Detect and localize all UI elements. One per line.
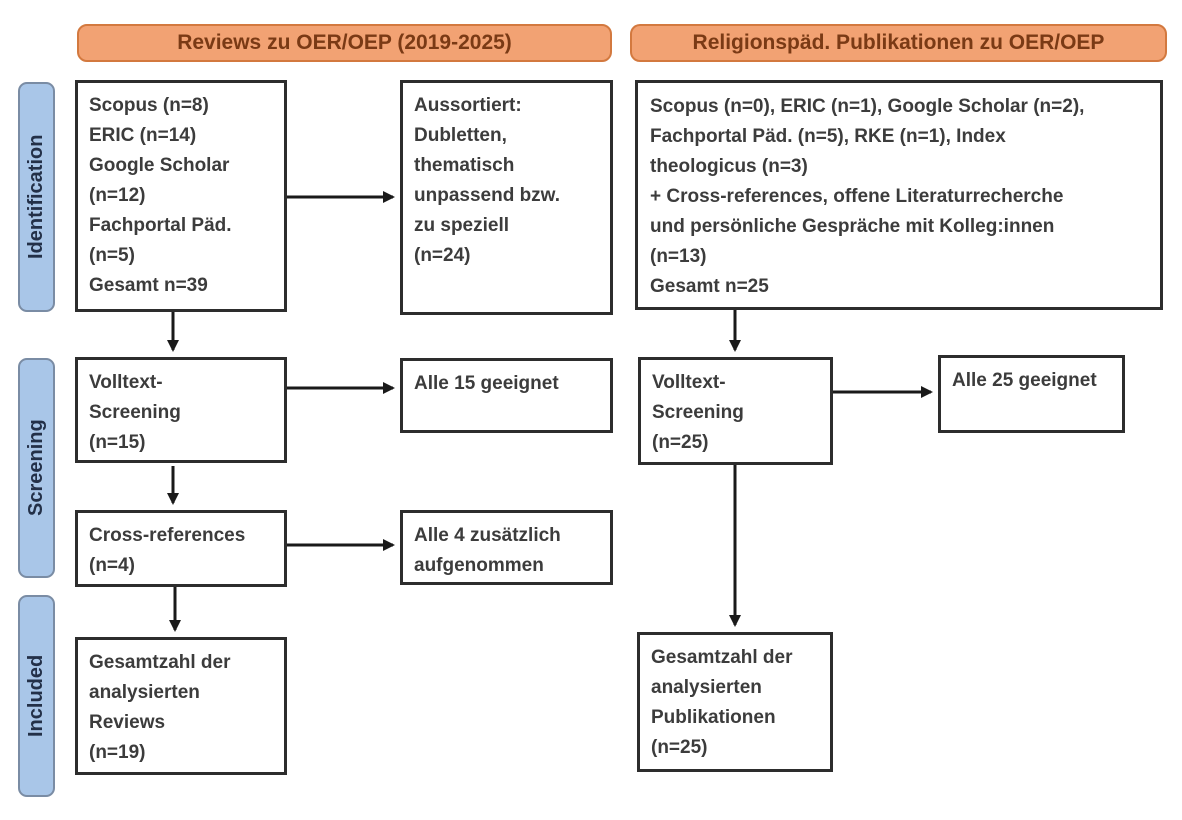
column-header-reviews: Reviews zu OER/OEP (2019-2025)	[77, 24, 612, 62]
box-left-excluded: Aussortiert: Dubletten, thematisch unpas…	[400, 80, 613, 315]
column-header-religionspaed: Religionspäd. Publikationen zu OER/OEP	[630, 24, 1167, 62]
box-right-included-total: Gesamtzahl der analysierten Publikatione…	[637, 632, 833, 772]
stage-label-identification: Identification	[18, 82, 55, 312]
box-right-fulltext-screening: Volltext- Screening (n=25)	[638, 357, 833, 465]
box-left-cross-references: Cross-references (n=4)	[75, 510, 287, 587]
box-left-fulltext-result: Alle 15 geeignet	[400, 358, 613, 433]
box-right-fulltext-result: Alle 25 geeignet	[938, 355, 1125, 433]
box-left-cross-references-result: Alle 4 zusätzlich aufgenommen	[400, 510, 613, 585]
stage-label-included: Included	[18, 595, 55, 797]
box-right-identification-sources: Scopus (n=0), ERIC (n=1), Google Scholar…	[635, 80, 1163, 310]
stage-label-screening: Screening	[18, 358, 55, 578]
box-left-identification-sources: Scopus (n=8) ERIC (n=14) Google Scholar …	[75, 80, 287, 312]
box-left-fulltext-screening: Volltext- Screening (n=15)	[75, 357, 287, 463]
box-left-included-total: Gesamtzahl der analysierten Reviews (n=1…	[75, 637, 287, 775]
